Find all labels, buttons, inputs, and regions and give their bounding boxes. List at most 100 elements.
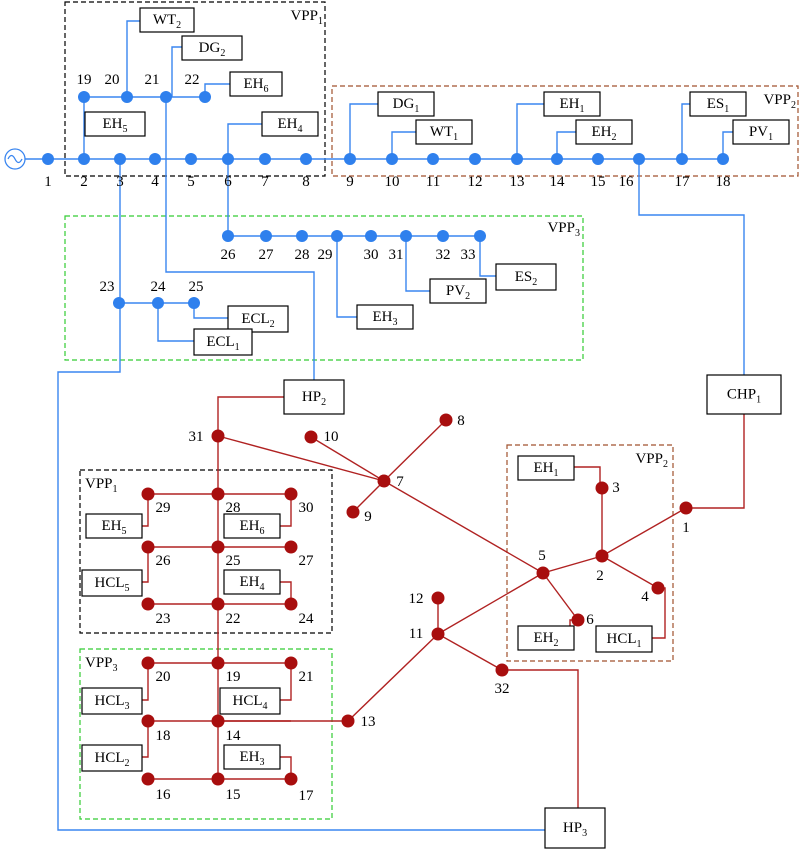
- electric-node-28: [296, 230, 308, 242]
- heat-node-25: [211, 540, 225, 554]
- electric-node-5: [185, 153, 197, 165]
- heat-node-label-6: 6: [586, 612, 594, 628]
- heat-node-label-12: 12: [409, 591, 424, 607]
- electric-node-label-21: 21: [145, 72, 160, 88]
- heat-node-3: [595, 481, 609, 495]
- heat-node-1: [679, 501, 693, 515]
- eh4-connector: [227, 123, 262, 159]
- heat-node-29: [141, 487, 155, 501]
- heat-node-7: [377, 474, 391, 488]
- electric-node-33: [474, 230, 486, 242]
- electric-node-label-18: 18: [716, 174, 731, 190]
- heat-node-31: [211, 429, 225, 443]
- electric-node-label-24: 24: [151, 279, 167, 295]
- hcl5-label: HCL5: [95, 575, 130, 594]
- electric-node-11: [427, 153, 439, 165]
- electric-node-31: [400, 230, 412, 242]
- heat-vpp3-label: VPP3: [85, 655, 118, 674]
- electric-node-label-13: 13: [510, 174, 525, 190]
- heat-node-label-8: 8: [457, 413, 465, 429]
- eh4-h-box: [223, 569, 281, 595]
- electric-node-4: [149, 153, 161, 165]
- heat-line-chp1-1: [686, 414, 745, 509]
- pv2-label: PV2: [446, 283, 470, 302]
- eh1-connector: [516, 103, 544, 159]
- eh6-heat-connector: [280, 494, 292, 527]
- heat-node-27: [284, 540, 298, 554]
- heat-node-label-5: 5: [538, 548, 546, 564]
- electric-node-label-32: 32: [436, 247, 451, 263]
- electric-node-label-19: 19: [77, 72, 92, 88]
- wt1-box: [415, 119, 473, 145]
- eh6-e-label: EH6: [244, 76, 269, 95]
- hcl3-label: HCL3: [95, 693, 130, 712]
- eh5-heat-connector: [142, 494, 149, 527]
- eh4-e-box: [261, 111, 319, 137]
- elec-vpp1-region: [64, 1, 326, 177]
- hcl2-label: HCL2: [95, 750, 130, 769]
- dg2-box: [181, 35, 243, 61]
- network-nodes: [42, 91, 729, 786]
- heat-node-label-23: 23: [156, 611, 171, 627]
- heat-node-20: [141, 656, 155, 670]
- electric-node-label-2: 2: [80, 174, 88, 190]
- heat-line-7-10: [310, 436, 385, 482]
- eh1-h-box: [517, 455, 575, 481]
- heat-node-label-29: 29: [156, 500, 171, 516]
- heat-node-label-1: 1: [682, 520, 690, 536]
- heat-node-22: [211, 597, 225, 611]
- hcl3-heat-connector: [142, 663, 149, 701]
- hcl5-heat-connector: [142, 547, 149, 583]
- hcl4-heat-connector: [280, 663, 292, 701]
- electric-node-1: [42, 153, 54, 165]
- dg2-label: DG2: [199, 40, 226, 59]
- electric-node-12: [469, 153, 481, 165]
- heat-node-30: [284, 487, 298, 501]
- heat-trunk-hp2: [217, 396, 314, 779]
- electric-node-18: [717, 153, 729, 165]
- network-lines: [25, 20, 745, 831]
- heat-node-15: [211, 772, 225, 786]
- heat-line-5-11: [437, 572, 544, 635]
- electric-node-label-28: 28: [295, 247, 310, 263]
- hcl3-box: [81, 687, 143, 715]
- eh5-e-label: EH5: [103, 116, 128, 135]
- eh1-heat-connector: [574, 466, 601, 488]
- electric-node-8: [300, 153, 312, 165]
- heat-vpp2-label: VPP2: [635, 451, 668, 470]
- eh3-connector: [336, 236, 357, 318]
- electric-node-25: [188, 297, 200, 309]
- hp3-label: HP3: [563, 820, 587, 839]
- eh3-h-label: EH3: [240, 749, 265, 768]
- heat-line-7-9: [352, 480, 385, 513]
- heat-node-label-18: 18: [156, 728, 171, 744]
- es2-label: ES2: [515, 269, 538, 288]
- electric-node-label-4: 4: [151, 174, 159, 190]
- elec-vpp1-label: VPP1: [290, 8, 323, 27]
- heat-node-2: [595, 549, 609, 563]
- heat-node-label-30: 30: [299, 500, 314, 516]
- electric-node-label-5: 5: [187, 174, 195, 190]
- pv2-connector: [405, 236, 430, 292]
- heat-node-16: [141, 772, 155, 786]
- electric-node-23: [113, 297, 125, 309]
- heat-node-label-3: 3: [612, 480, 620, 496]
- es2-box: [495, 263, 557, 291]
- electric-node-17: [676, 153, 688, 165]
- electric-node-3: [114, 153, 126, 165]
- heat-node-5: [536, 566, 550, 580]
- electric-node-16: [633, 153, 645, 165]
- heat-node-label-21: 21: [299, 669, 314, 685]
- eh6-h-label: EH6: [240, 518, 265, 537]
- electric-node-label-20: 20: [105, 72, 120, 88]
- heat-line-1-2-5-7: [383, 480, 687, 574]
- pv1-box: [732, 119, 790, 145]
- wt1-label: WT1: [430, 124, 458, 143]
- wt2-box: [139, 7, 195, 33]
- electric-line-to-chp1: [638, 159, 745, 375]
- electric-node-29: [331, 230, 343, 242]
- electric-node-label-33: 33: [461, 247, 476, 263]
- electric-node-22: [199, 91, 211, 103]
- eh3-heat-connector: [280, 756, 292, 779]
